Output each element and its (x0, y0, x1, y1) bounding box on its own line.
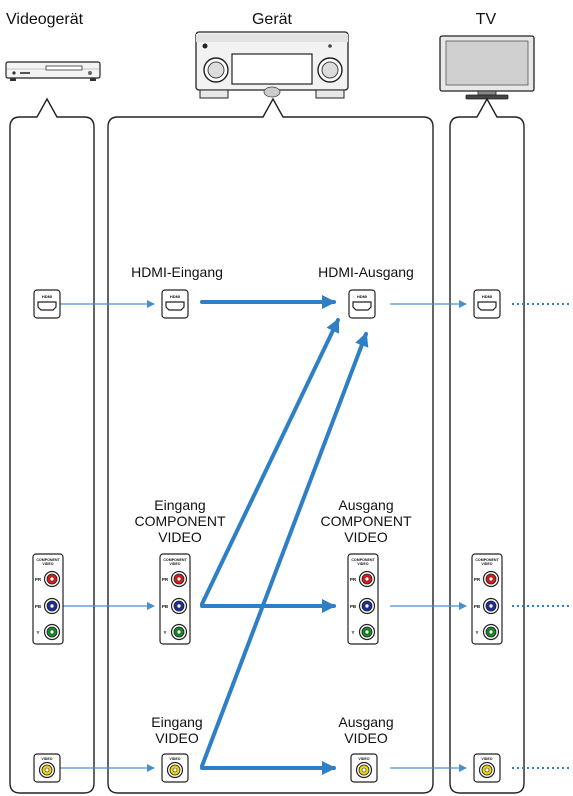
arrow-component-to-hdmi (200, 318, 340, 606)
component-in-label-2: COMPONENT (135, 513, 226, 529)
svg-text:VIDEO: VIDEO (481, 757, 492, 761)
hdmi-in-label: HDMI-Eingang (131, 264, 223, 280)
svg-text:PR: PR (162, 577, 169, 582)
svg-text:PR: PR (350, 577, 357, 582)
unit-panel (107, 97, 434, 794)
video-jack-unit-in: VIDEO (161, 753, 189, 783)
svg-text:PR: PR (474, 577, 481, 582)
component-jacks-unit-out: COMPONENT VIDEO PR PB Y (347, 553, 379, 645)
component-jacks-video-device: COMPONENT VIDEO PR PB Y (32, 553, 64, 645)
svg-text:Y: Y (351, 630, 354, 635)
thin-connection-lines (60, 300, 467, 772)
svg-text:VIDEO: VIDEO (169, 757, 180, 761)
component-jacks-tv: COMPONENT VIDEO PR PB Y (471, 553, 503, 645)
svg-text:VIDEO: VIDEO (41, 757, 52, 761)
component-out-label-2: COMPONENT (321, 513, 412, 529)
header-tv: TV (476, 11, 497, 28)
svg-text:VIDEO: VIDEO (357, 562, 368, 566)
video-jack-unit-out: VIDEO (350, 753, 378, 783)
video-out-label-2: VIDEO (344, 730, 388, 746)
component-in-label-3: VIDEO (158, 529, 202, 545)
svg-text:PB: PB (35, 604, 42, 609)
svg-text:HDMI: HDMI (42, 294, 52, 299)
continuation-dotted-lines (512, 303, 572, 769)
svg-text:PB: PB (474, 604, 481, 609)
svg-text:PB: PB (162, 604, 169, 609)
svg-text:PB: PB (350, 604, 357, 609)
svg-text:HDMI: HDMI (170, 294, 180, 299)
video-out-label-1: Ausgang (338, 714, 393, 730)
svg-text:HDMI: HDMI (482, 294, 492, 299)
hdmi-out-label: HDMI-Ausgang (318, 264, 414, 280)
svg-text:VIDEO: VIDEO (42, 562, 53, 566)
svg-text:VIDEO: VIDEO (481, 562, 492, 566)
video-in-label-2: VIDEO (155, 730, 199, 746)
svg-text:VIDEO: VIDEO (358, 757, 369, 761)
video-player-icon (5, 61, 101, 81)
svg-text:COMPONENT: COMPONENT (163, 558, 187, 562)
tv-icon (439, 35, 535, 100)
svg-text:Y: Y (475, 630, 478, 635)
svg-text:COMPONENT: COMPONENT (36, 558, 60, 562)
component-out-label-3: VIDEO (344, 529, 388, 545)
av-receiver-icon (195, 31, 349, 99)
hdmi-jack-unit-in: HDMI (161, 289, 189, 319)
video-device-panel (9, 97, 95, 794)
tv-panel (449, 97, 525, 794)
video-in-label-1: Eingang (151, 714, 202, 730)
hdmi-jack-video-device: HDMI (33, 289, 61, 319)
svg-text:PR: PR (35, 577, 42, 582)
video-jack-tv: VIDEO (473, 753, 501, 783)
hdmi-jack-tv: HDMI (473, 289, 501, 319)
video-jack-video-device: VIDEO (33, 753, 61, 783)
svg-text:Y: Y (163, 630, 166, 635)
header-video-device: Videogerät (6, 11, 84, 28)
arrow-video-to-hdmi (200, 332, 369, 768)
component-jacks-unit-in: COMPONENT VIDEO PR PB Y (159, 553, 191, 645)
hdmi-jack-unit-out: HDMI (348, 289, 376, 319)
component-in-label-1: Eingang (154, 497, 205, 513)
svg-text:Y: Y (36, 630, 39, 635)
svg-text:COMPONENT: COMPONENT (475, 558, 499, 562)
svg-text:VIDEO: VIDEO (169, 562, 180, 566)
component-out-label-1: Ausgang (338, 497, 393, 513)
header-unit: Gerät (252, 11, 293, 28)
internal-conversion-arrows (200, 295, 369, 775)
svg-text:COMPONENT: COMPONENT (351, 558, 375, 562)
svg-text:HDMI: HDMI (357, 294, 367, 299)
